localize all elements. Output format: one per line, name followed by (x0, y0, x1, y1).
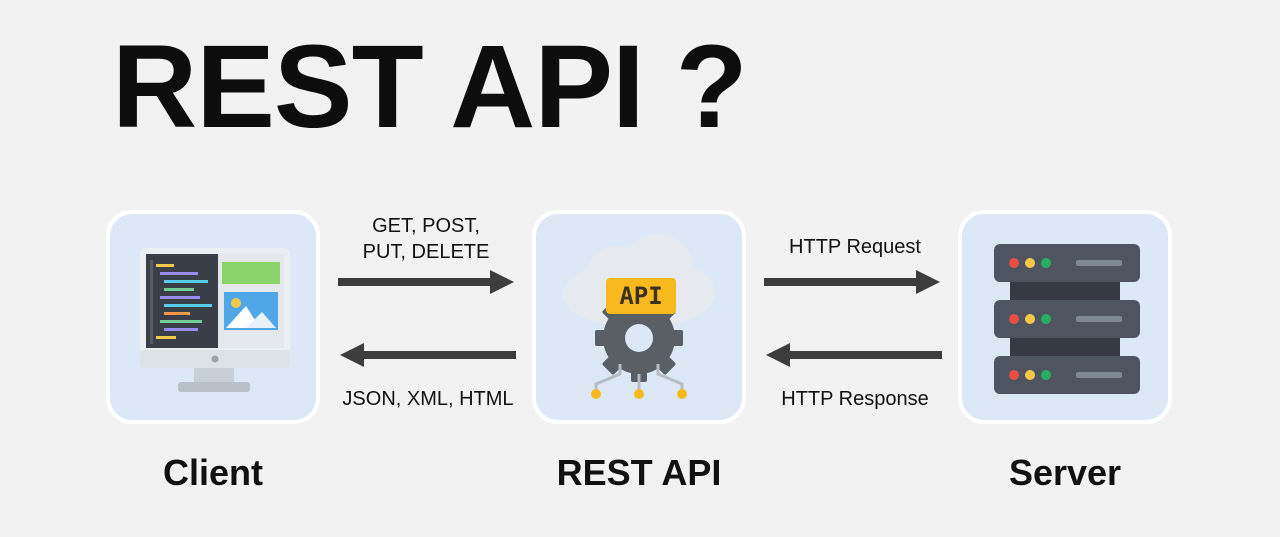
server-card (958, 210, 1172, 424)
rest-api-label: REST API (556, 452, 722, 493)
client-label: Client (162, 452, 263, 493)
request-methods-line-2: PUT, DELETE (362, 241, 490, 263)
client-card (106, 210, 320, 424)
server-to-api-label: HTTP Response (781, 388, 929, 410)
request-methods-line-1: GET, POST, (372, 215, 480, 237)
client-to-api-label: GET, POST, PUT, DELETE (336, 213, 516, 265)
client-to-api-arrow (338, 270, 514, 294)
page-title: REST API ? (112, 21, 748, 153)
server-rack-icon (994, 244, 1140, 394)
monitor-code-icon (140, 248, 290, 392)
rest-api-card: API (532, 210, 746, 424)
api-badge-text: API (619, 282, 663, 310)
api-to-server-arrow (764, 270, 940, 294)
server-label: Server (1008, 452, 1122, 493)
api-to-client-label: JSON, XML, HTML (342, 388, 514, 410)
api-to-client-arrow (340, 343, 516, 367)
api-to-server-label: HTTP Request (789, 236, 921, 258)
cloud-gear-api-icon (563, 234, 715, 399)
server-to-api-arrow (766, 343, 942, 367)
